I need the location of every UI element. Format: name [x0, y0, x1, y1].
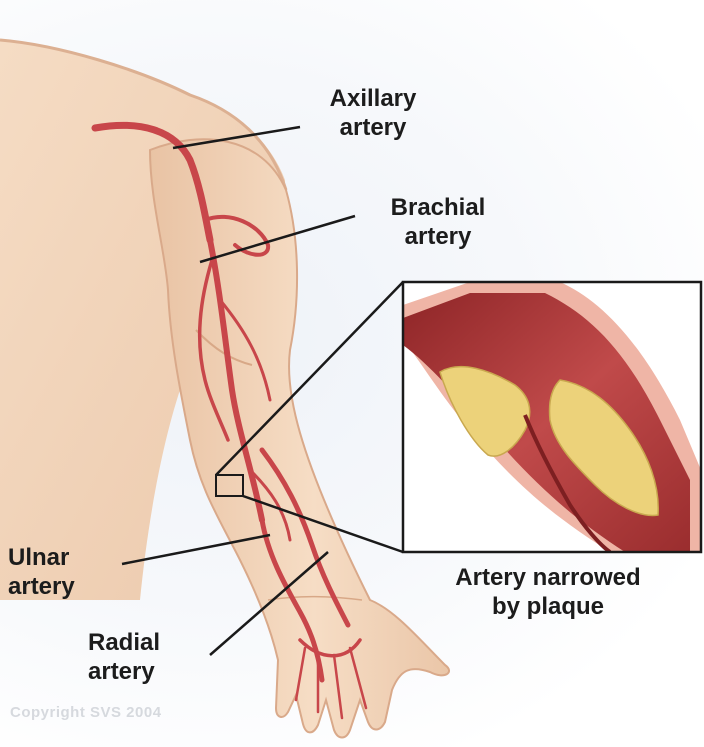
label-brachial-artery: Brachial artery — [358, 193, 518, 251]
label-artery-narrowed: Artery narrowed by plaque — [397, 563, 699, 621]
label-axillary-artery: Axillary artery — [298, 84, 448, 142]
label-ulnar-artery: Ulnar artery — [8, 543, 118, 601]
copyright-watermark: Copyright SVS 2004 — [10, 704, 162, 721]
inset-artery-closeup — [403, 282, 701, 552]
label-radial-artery: Radial artery — [88, 628, 218, 686]
